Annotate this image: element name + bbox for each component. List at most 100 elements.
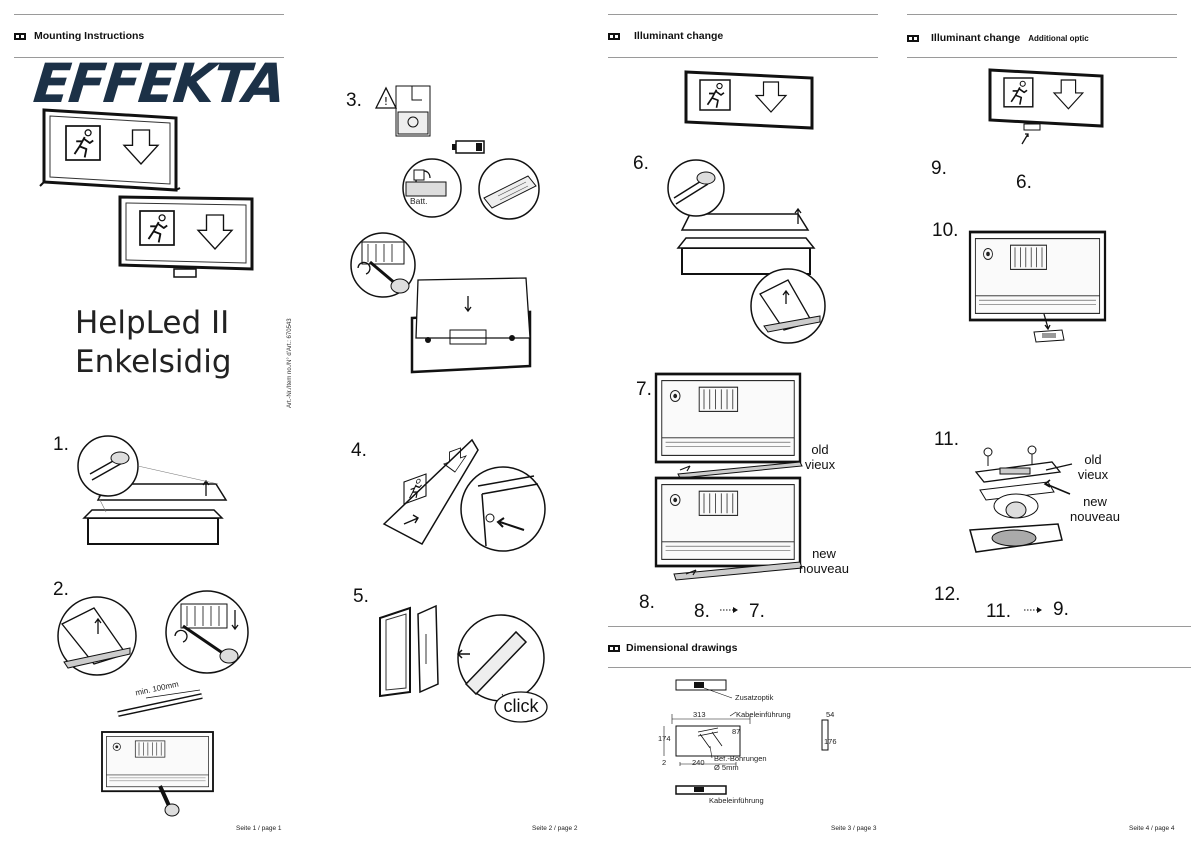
product-name-line1: HelpLed II	[75, 305, 230, 341]
page4-top-rule	[907, 14, 1177, 15]
sequence-arrow-icon	[720, 607, 738, 613]
dimensions-title-text: Dimensional drawings	[626, 642, 738, 654]
step-11-number: 11.	[934, 429, 960, 450]
product-name: HelpLed II Enkelsidig	[75, 304, 232, 382]
step-2-illustration-a	[57, 596, 137, 676]
sequence-from: 8.	[694, 601, 710, 622]
page4-exit-sign-illustration	[988, 68, 1104, 145]
section-title-text: Illuminant change	[931, 32, 1021, 44]
dim-kabel-bottom: Kabeleinführung	[709, 796, 764, 805]
dim-zusatzoptik: Zusatzoptik	[735, 693, 774, 702]
step-2-number: 2.	[53, 579, 69, 600]
step-7-old-illustration	[654, 372, 803, 479]
dim-width-240: 240	[692, 758, 705, 767]
step-4-sign-illustration	[382, 438, 479, 545]
step-2-housing-illustration	[101, 731, 214, 817]
dim-height-174: 174	[658, 734, 671, 743]
page1-title-rule	[14, 57, 284, 58]
step-9-number: 9.	[931, 158, 947, 179]
cable-strip-illustration	[117, 689, 203, 717]
header-block-icon	[608, 644, 620, 652]
step-6-detail-illustration	[750, 268, 826, 344]
brand-logo: EFFEKTA	[30, 52, 288, 115]
page1-footer: Seite 1 / page 1	[236, 825, 282, 832]
dim-width-313: 313	[693, 710, 706, 719]
page4-old-label: old vieux	[1070, 452, 1116, 482]
step-3-number: 3.	[346, 90, 362, 111]
page4-new-label-fr: nouveau	[1070, 509, 1120, 524]
dim-bohrungen-line2: Ø 5mm	[714, 763, 739, 772]
page1-top-rule	[14, 14, 284, 15]
step-5-click-illustration	[456, 614, 545, 711]
step-8-number: 8.	[639, 592, 655, 613]
exit-sign-illustration-1	[39, 108, 181, 192]
new-label-en: new	[812, 546, 836, 561]
step-7-number: 7.	[636, 379, 652, 400]
step-10-number: 10.	[932, 220, 959, 241]
step-10-illustration	[968, 230, 1107, 343]
page4-sequence-arrow-icon	[1024, 607, 1042, 613]
battery-disconnect-illustration	[402, 158, 462, 218]
step-5-side-illustration	[379, 604, 439, 698]
exit-sign-illustration-2	[118, 195, 254, 278]
step-1-number: 1.	[53, 434, 69, 455]
page4-sequence-from: 11.	[986, 601, 1012, 622]
page4-section-title: Illuminant change Additional optic	[907, 32, 1089, 44]
old-led-label: old vieux	[797, 442, 843, 472]
header-block-icon	[608, 32, 620, 40]
new-led-label: new nouveau	[796, 546, 852, 576]
step-1-illustration	[77, 435, 228, 545]
article-number: Art.-Nr./Item no./N° d'Art.: 670543	[287, 318, 293, 408]
old-label-en: old	[811, 442, 829, 457]
step-2-illustration-b	[165, 590, 249, 674]
battery-cell-illustration	[478, 158, 540, 220]
step-3-warning-illustration: !	[374, 85, 431, 137]
svg-text:!: !	[384, 95, 388, 108]
section-title-text: Illuminant change	[634, 30, 724, 42]
step-3-cover-illustration	[410, 277, 532, 374]
page1-section-title: Mounting Instructions	[14, 30, 144, 42]
step-5-number: 5.	[353, 586, 369, 607]
step-3-screw-illustration	[350, 232, 416, 298]
dimension-drawings	[663, 679, 829, 795]
page4-footer: Seite 4 / page 4	[1129, 825, 1175, 832]
dim-kabel-top: Kabeleinführung	[736, 710, 791, 719]
page3-section-title: Illuminant change	[608, 30, 723, 42]
dimensions-title-rule	[608, 667, 1191, 668]
page4-sequence-to: 9.	[1053, 599, 1069, 620]
page3-footer: Seite 3 / page 3	[831, 825, 877, 832]
step-11-optic-illustration	[969, 445, 1073, 553]
battery-low-icon	[452, 140, 485, 154]
dim-bohrungen: Bef.-Bohrungen Ø 5mm	[714, 754, 767, 772]
header-block-icon	[907, 34, 919, 42]
click-label: click	[503, 696, 539, 716]
page3-exit-sign-illustration	[684, 70, 814, 130]
page4-old-label-en: old	[1084, 452, 1102, 467]
dimensions-top-rule	[608, 626, 1191, 627]
step-6-number: 6.	[633, 153, 649, 174]
dim-bohrungen-line1: Bef.-Bohrungen	[714, 754, 767, 763]
page3-title-rule	[608, 57, 878, 58]
section-title-text: Mounting Instructions	[34, 30, 145, 42]
dimensions-section-title: Dimensional drawings	[608, 642, 737, 654]
step-12-number: 12.	[934, 584, 961, 605]
page4-new-label-en: new	[1083, 494, 1107, 509]
ref-step-6: 6.	[1016, 172, 1032, 193]
page2-footer: Seite 2 / page 2	[532, 825, 578, 832]
step-4-number: 4.	[351, 440, 367, 461]
new-label-fr: nouveau	[799, 561, 849, 576]
product-name-line2: Enkelsidig	[75, 344, 232, 380]
step-7-new-illustration	[654, 476, 803, 581]
dim-height-176: 176	[824, 737, 837, 746]
header-block-icon	[14, 32, 26, 40]
page4-title-rule	[907, 57, 1177, 58]
step-4-detail-illustration	[460, 466, 546, 552]
dim-2: 2	[662, 758, 667, 767]
sequence-to: 7.	[749, 601, 765, 622]
old-label-fr: vieux	[804, 457, 836, 472]
page3-top-rule	[608, 14, 878, 15]
section-subtitle-text: Additional optic	[1028, 33, 1089, 43]
page4-old-label-fr: vieux	[1077, 467, 1109, 482]
page4-new-label: new nouveau	[1066, 494, 1124, 524]
battery-label: Batt.	[410, 196, 428, 206]
